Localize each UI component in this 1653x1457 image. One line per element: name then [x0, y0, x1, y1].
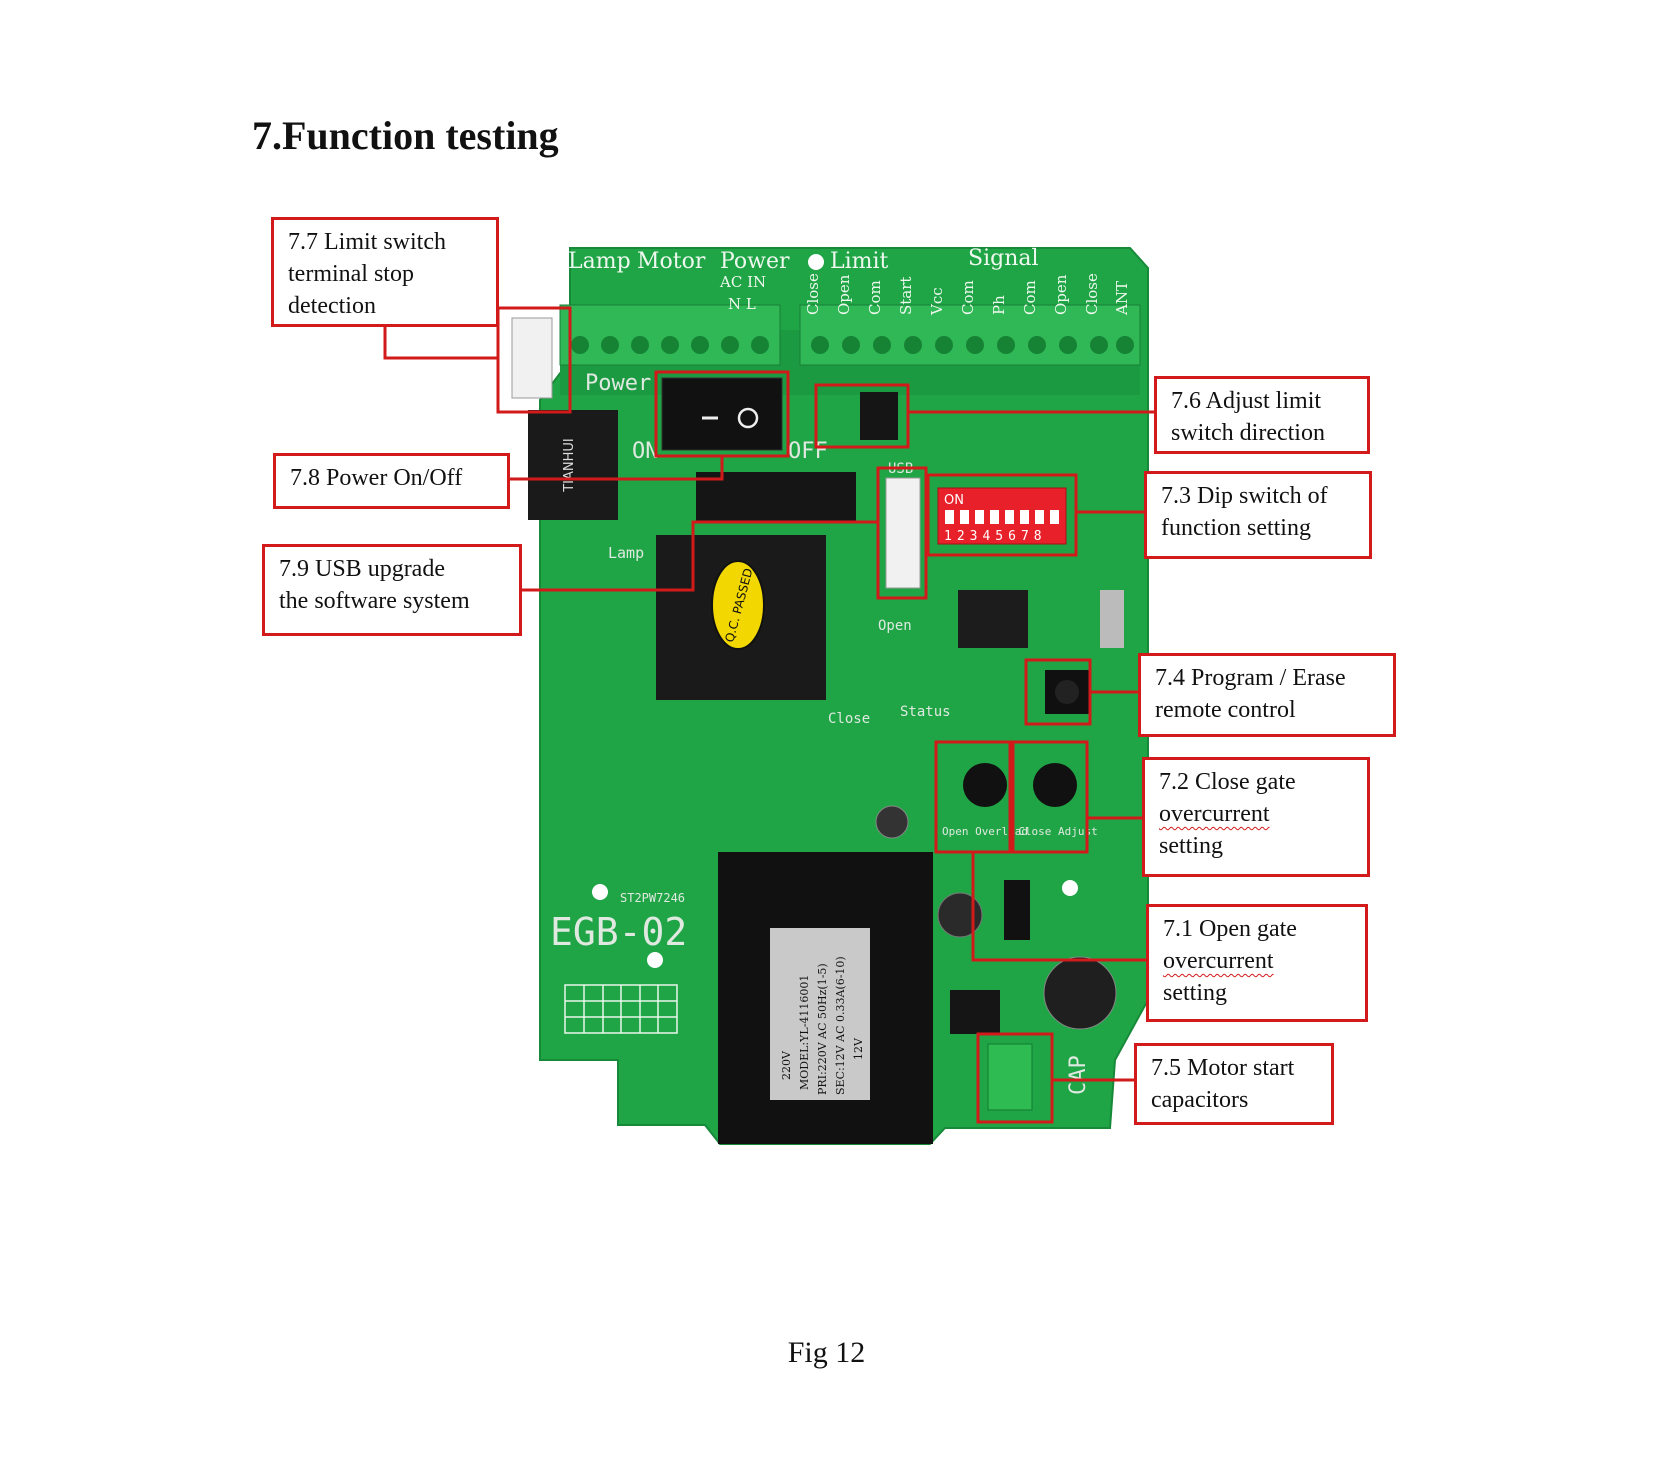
dip-on-label: ON — [944, 493, 964, 508]
callout-7-7: 7.7 Limit switch terminal stop detection — [271, 217, 499, 327]
lamp-label: Lamp — [568, 249, 631, 274]
model-silk: EGB-02 — [550, 910, 687, 954]
pin-grid — [564, 984, 678, 1034]
dip-levers — [945, 510, 1059, 524]
highlight-limit-connector — [496, 306, 572, 414]
electrolytic-cap-small — [875, 805, 909, 839]
callout-7-3: 7.3 Dip switch of function setting — [1144, 471, 1372, 559]
motor-label: Motor — [637, 249, 706, 274]
pin-label: Vcc — [928, 287, 946, 316]
signal-label: Signal — [968, 246, 1039, 271]
signal-pin-labels: Close Open Com Start Vcc Com Ph Com Open… — [804, 273, 1131, 316]
svg-text:SEC:12V AC 0.33A(6-10): SEC:12V AC 0.33A(6-10) — [834, 956, 847, 1095]
callout-7-2: 7.2 Close gate overcurrent setting — [1142, 757, 1370, 877]
jumper-block — [860, 392, 898, 440]
power-silk: Power — [585, 371, 651, 396]
leader-7-9 — [518, 520, 878, 592]
qc-passed-sticker — [711, 560, 765, 650]
on-silk: ON — [632, 439, 659, 464]
leader-7-7 — [383, 325, 498, 360]
section-heading: 7.Function testing — [252, 113, 559, 158]
pin-label: Open — [1052, 274, 1070, 315]
pin-label: Ph — [990, 295, 1008, 315]
callout-7-8: 7.8 Power On/Off — [273, 453, 510, 509]
bridge-rectifier — [950, 990, 1000, 1034]
pot-close-silk: Close Adjust — [1018, 825, 1097, 838]
svg-text:12V: 12V — [852, 1037, 865, 1060]
svg-text:MODEL:YL-4116001: MODEL:YL-4116001 — [798, 975, 811, 1090]
highlight-pot-close — [1011, 740, 1089, 854]
highlight-jumper — [814, 383, 910, 449]
highlight-usb — [876, 466, 928, 600]
callout-7-4: 7.4 Program / Erase remote control — [1138, 653, 1396, 737]
svg-text:PRI:220V AC 50Hz(1-5): PRI:220V AC 50Hz(1-5) — [816, 963, 829, 1095]
callout-7-6: 7.6 Adjust limit switch direction — [1154, 376, 1370, 454]
pin-label: Com — [866, 280, 884, 315]
terminal-block-right — [799, 304, 1141, 366]
leader-7-1 — [971, 852, 1146, 962]
dip-switch — [937, 487, 1067, 545]
lamp-silk: Lamp — [608, 544, 644, 562]
callout-7-5: 7.5 Motor start capacitors — [1134, 1043, 1334, 1125]
limit-dot — [808, 254, 824, 270]
figure-caption: Fig 12 — [787, 1336, 866, 1369]
terminal-block-left — [559, 304, 781, 366]
close-silk: Close — [828, 711, 870, 727]
serial-silk: ST2PW7246 — [620, 891, 685, 905]
pot-open-silk: Open Overload — [942, 825, 1028, 838]
transformer-text: 220V MODEL:YL-4116001 PRI:220V AC 50Hz(1… — [780, 956, 865, 1095]
leader-7-8 — [508, 456, 724, 481]
highlight-dip — [926, 473, 1078, 557]
status-silk: Status — [900, 704, 951, 720]
nl-label: N L — [728, 295, 756, 313]
pin-label: ANT — [1113, 281, 1131, 316]
regulator — [1004, 880, 1030, 940]
electrolytic-cap-mid — [937, 892, 983, 938]
pin-label: Com — [1021, 280, 1039, 315]
relay-brand: TIANHUI — [562, 438, 577, 493]
svg-text:220V: 220V — [780, 1050, 793, 1080]
power-rocker-switch — [661, 377, 783, 451]
callout-7-9: 7.9 USB upgrade the software system — [262, 544, 522, 636]
cap-connector — [987, 1043, 1033, 1111]
highlight-cap-connector — [976, 1032, 1054, 1124]
acin-label: AC IN — [719, 273, 766, 291]
open-silk: Open — [878, 618, 912, 634]
callout-7-1: 7.1 Open gate overcurrent setting — [1146, 904, 1368, 1022]
usb-connector — [885, 477, 921, 589]
pin-label: Open — [835, 274, 853, 315]
electrolytic-cap-large — [1043, 956, 1117, 1030]
crystal — [1100, 590, 1124, 648]
pot-close-knob — [1033, 763, 1077, 807]
transformer-label — [770, 928, 870, 1100]
terminal-screws — [571, 336, 1134, 354]
off-silk: OFF — [788, 439, 828, 464]
pot-open-knob — [963, 763, 1007, 807]
cap-silk: CAP — [1066, 1055, 1091, 1095]
pin-label: Close — [804, 273, 822, 315]
limit-connector — [511, 317, 553, 399]
pin-label: Com — [959, 280, 977, 315]
dip-numbers: 12345678 — [944, 529, 1047, 544]
microcontroller-chip — [958, 590, 1028, 648]
pin-label: Start — [897, 277, 915, 315]
relay-tianhui — [528, 410, 618, 520]
leader-lines — [383, 325, 1154, 1082]
power-label: Power — [720, 249, 790, 274]
limit-label: Limit — [830, 249, 889, 274]
pin-label: Close — [1083, 273, 1101, 315]
